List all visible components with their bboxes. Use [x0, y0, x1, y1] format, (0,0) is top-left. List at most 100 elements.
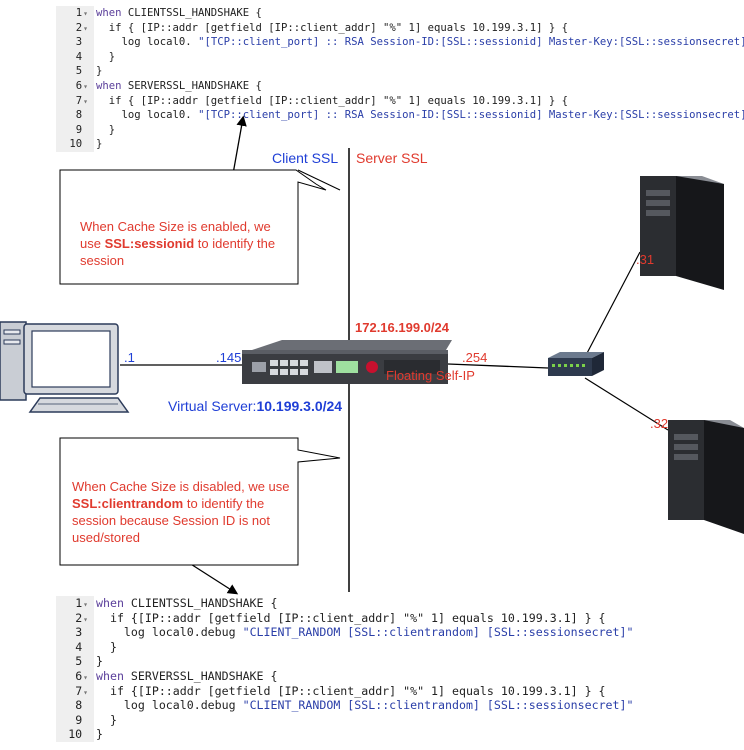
code-line: 9 } — [56, 122, 736, 138]
code-token: if {[IP::addr [getfield [IP::client_addr… — [96, 610, 606, 625]
code-panel-bottom: 1▾when CLIENTSSL_HANDSHAKE {2▾ if {[IP::… — [56, 596, 736, 742]
callout-top-pre: When Cache Size is enabled, we use — [80, 219, 271, 251]
code-line: 3 log local0.debug "CLIENT_RANDOM [SSL::… — [56, 625, 736, 640]
callout-bottom-pre: When Cache Size is disabled, we use — [72, 479, 290, 494]
code-line: 1▾when CLIENTSSL_HANDSHAKE { — [56, 6, 736, 21]
virtual-server-label: Virtual Server:10.199.3.0/24 — [168, 398, 342, 414]
code-token: log local0.debug — [96, 625, 243, 640]
fold-arrow-icon[interactable]: ▾ — [83, 600, 88, 609]
fold-arrow-icon[interactable]: ▾ — [83, 23, 88, 33]
line-number: 1▾ — [56, 596, 94, 611]
line-number: 2▾ — [56, 610, 94, 626]
callout-top-text: When Cache Size is enabled, we use SSL:s… — [80, 218, 290, 269]
code-line: 5 } — [56, 654, 736, 669]
server-ssl-label: Server SSL — [356, 150, 428, 166]
fold-arrow-icon[interactable]: ▾ — [83, 9, 88, 18]
code-line: 7▾ if {[IP::addr [getfield [IP::client_a… — [56, 683, 736, 699]
callout-bottom-bold: SSL:clientrandom — [72, 496, 184, 511]
line-number: 4 — [56, 639, 94, 655]
network-switch-icon — [548, 352, 604, 376]
code-token: "[TCP::client_port] :: RSA Session-ID:[S… — [198, 109, 744, 122]
fold-arrow-icon[interactable]: ▾ — [83, 672, 88, 682]
server2-link — [584, 377, 669, 431]
line-number: 9 — [56, 712, 94, 728]
code-line: 9 } — [56, 712, 736, 728]
callout-top-bold: SSL:sessionid — [104, 236, 195, 251]
code-token: } — [96, 123, 116, 136]
code-panel-top: 1▾when CLIENTSSL_HANDSHAKE {2▾ if { [IP:… — [56, 6, 744, 152]
line-number: 5 — [56, 64, 94, 79]
code-token: log local0. — [96, 109, 199, 122]
line-number: 3 — [56, 625, 94, 640]
workstation-icon — [0, 321, 130, 413]
line-number: 1▾ — [56, 6, 94, 21]
client-ssl-label: Client SSL — [272, 150, 339, 166]
code-token: SERVERSSL_HANDSHAKE { — [123, 668, 278, 683]
code-token: when — [96, 7, 122, 19]
code-token: CLIENTSSL_HANDSHAKE { — [121, 7, 262, 19]
floating-self-ip-label: Floating Self-IP — [386, 368, 475, 383]
code-line: 2▾ if { [IP::addr [getfield [IP::client_… — [56, 20, 736, 36]
code-token: "CLIENT_RANDOM [SSL::clientrandom] [SSL:… — [242, 625, 634, 640]
code-token: CLIENTSSL_HANDSHAKE { — [123, 596, 278, 610]
code-token: } — [96, 712, 117, 727]
code-token: "[TCP::client_port] :: RSA Session-ID:[S… — [198, 36, 744, 49]
fold-arrow-icon[interactable]: ▾ — [83, 687, 88, 697]
code-token: if { [IP::addr [getfield [IP::client_add… — [96, 94, 568, 107]
switch-link — [447, 363, 549, 369]
line-number: 3 — [56, 35, 94, 50]
server2-ip-label: .32 — [650, 416, 669, 431]
callout-bottom-post: to identify the session because Session … — [72, 496, 270, 545]
code-line: 8 log local0.debug "CLIENT_RANDOM [SSL::… — [56, 698, 736, 713]
code-token: } — [96, 654, 103, 669]
line-number: 8 — [56, 108, 94, 123]
code-token: log local0. — [96, 36, 199, 49]
big-ip-appliance-icon — [242, 340, 452, 384]
code-token: } — [96, 639, 117, 654]
code-token: } — [96, 50, 116, 63]
code-token: when — [96, 79, 122, 92]
line-number: 8 — [56, 698, 94, 713]
code-line: 5 } — [56, 64, 736, 79]
line-number: 7▾ — [56, 683, 94, 699]
code-line: 10 } — [56, 137, 736, 152]
bottom-arrow — [185, 560, 239, 595]
server1-ip-label: .31 — [636, 252, 655, 267]
code-token: } — [96, 138, 103, 151]
self-ip-label: .254 — [462, 350, 488, 365]
code-token: when — [96, 596, 124, 610]
code-line: 2▾ if {[IP::addr [getfield [IP::client_a… — [56, 610, 736, 626]
code-token: if { [IP::addr [getfield [IP::client_add… — [96, 21, 568, 34]
code-line: 6▾when SERVERSSL_HANDSHAKE { — [56, 78, 736, 94]
line-number: 6▾ — [56, 78, 94, 94]
line-number: 7▾ — [56, 93, 94, 109]
code-token: } — [96, 65, 103, 78]
fold-arrow-icon[interactable]: ▾ — [83, 614, 88, 624]
line-number: 9 — [56, 122, 94, 138]
code-token: "CLIENT_RANDOM [SSL::clientrandom] [SSL:… — [242, 698, 634, 713]
code-line: 6▾when SERVERSSL_HANDSHAKE { — [56, 668, 736, 684]
line-number: 2▾ — [56, 20, 94, 36]
server-network-label: 172.16.199.0/24 — [355, 320, 449, 335]
code-token: if {[IP::addr [getfield [IP::client_addr… — [96, 683, 606, 698]
line-number: 10 — [56, 727, 94, 742]
code-line: 10 } — [56, 727, 736, 742]
virtual-server-prefix: Virtual Server: — [168, 398, 257, 414]
line-number: 4 — [56, 49, 94, 65]
code-line: 7▾ if { [IP::addr [getfield [IP::client_… — [56, 93, 736, 109]
fold-arrow-icon[interactable]: ▾ — [83, 96, 88, 106]
callout-bottom-text: When Cache Size is disabled, we use SSL:… — [72, 478, 294, 546]
callout-top-box — [59, 169, 327, 285]
callout-top-post: to identify the session — [80, 236, 276, 268]
code-token: } — [96, 727, 103, 742]
code-line: 1▾when CLIENTSSL_HANDSHAKE { — [56, 596, 736, 611]
virtual-server-net: 10.199.3.0/24 — [256, 398, 343, 414]
client-ip-label: .1 — [124, 350, 135, 365]
line-number: 10 — [56, 137, 94, 152]
code-line: 4 } — [56, 49, 736, 65]
server-tower-icon — [668, 420, 744, 534]
code-token: SERVERSSL_HANDSHAKE { — [121, 79, 262, 92]
code-line: 8 log local0. "[TCP::client_port] :: RSA… — [56, 108, 744, 123]
server-tower-icon — [640, 176, 724, 290]
fold-arrow-icon[interactable]: ▾ — [83, 81, 88, 91]
